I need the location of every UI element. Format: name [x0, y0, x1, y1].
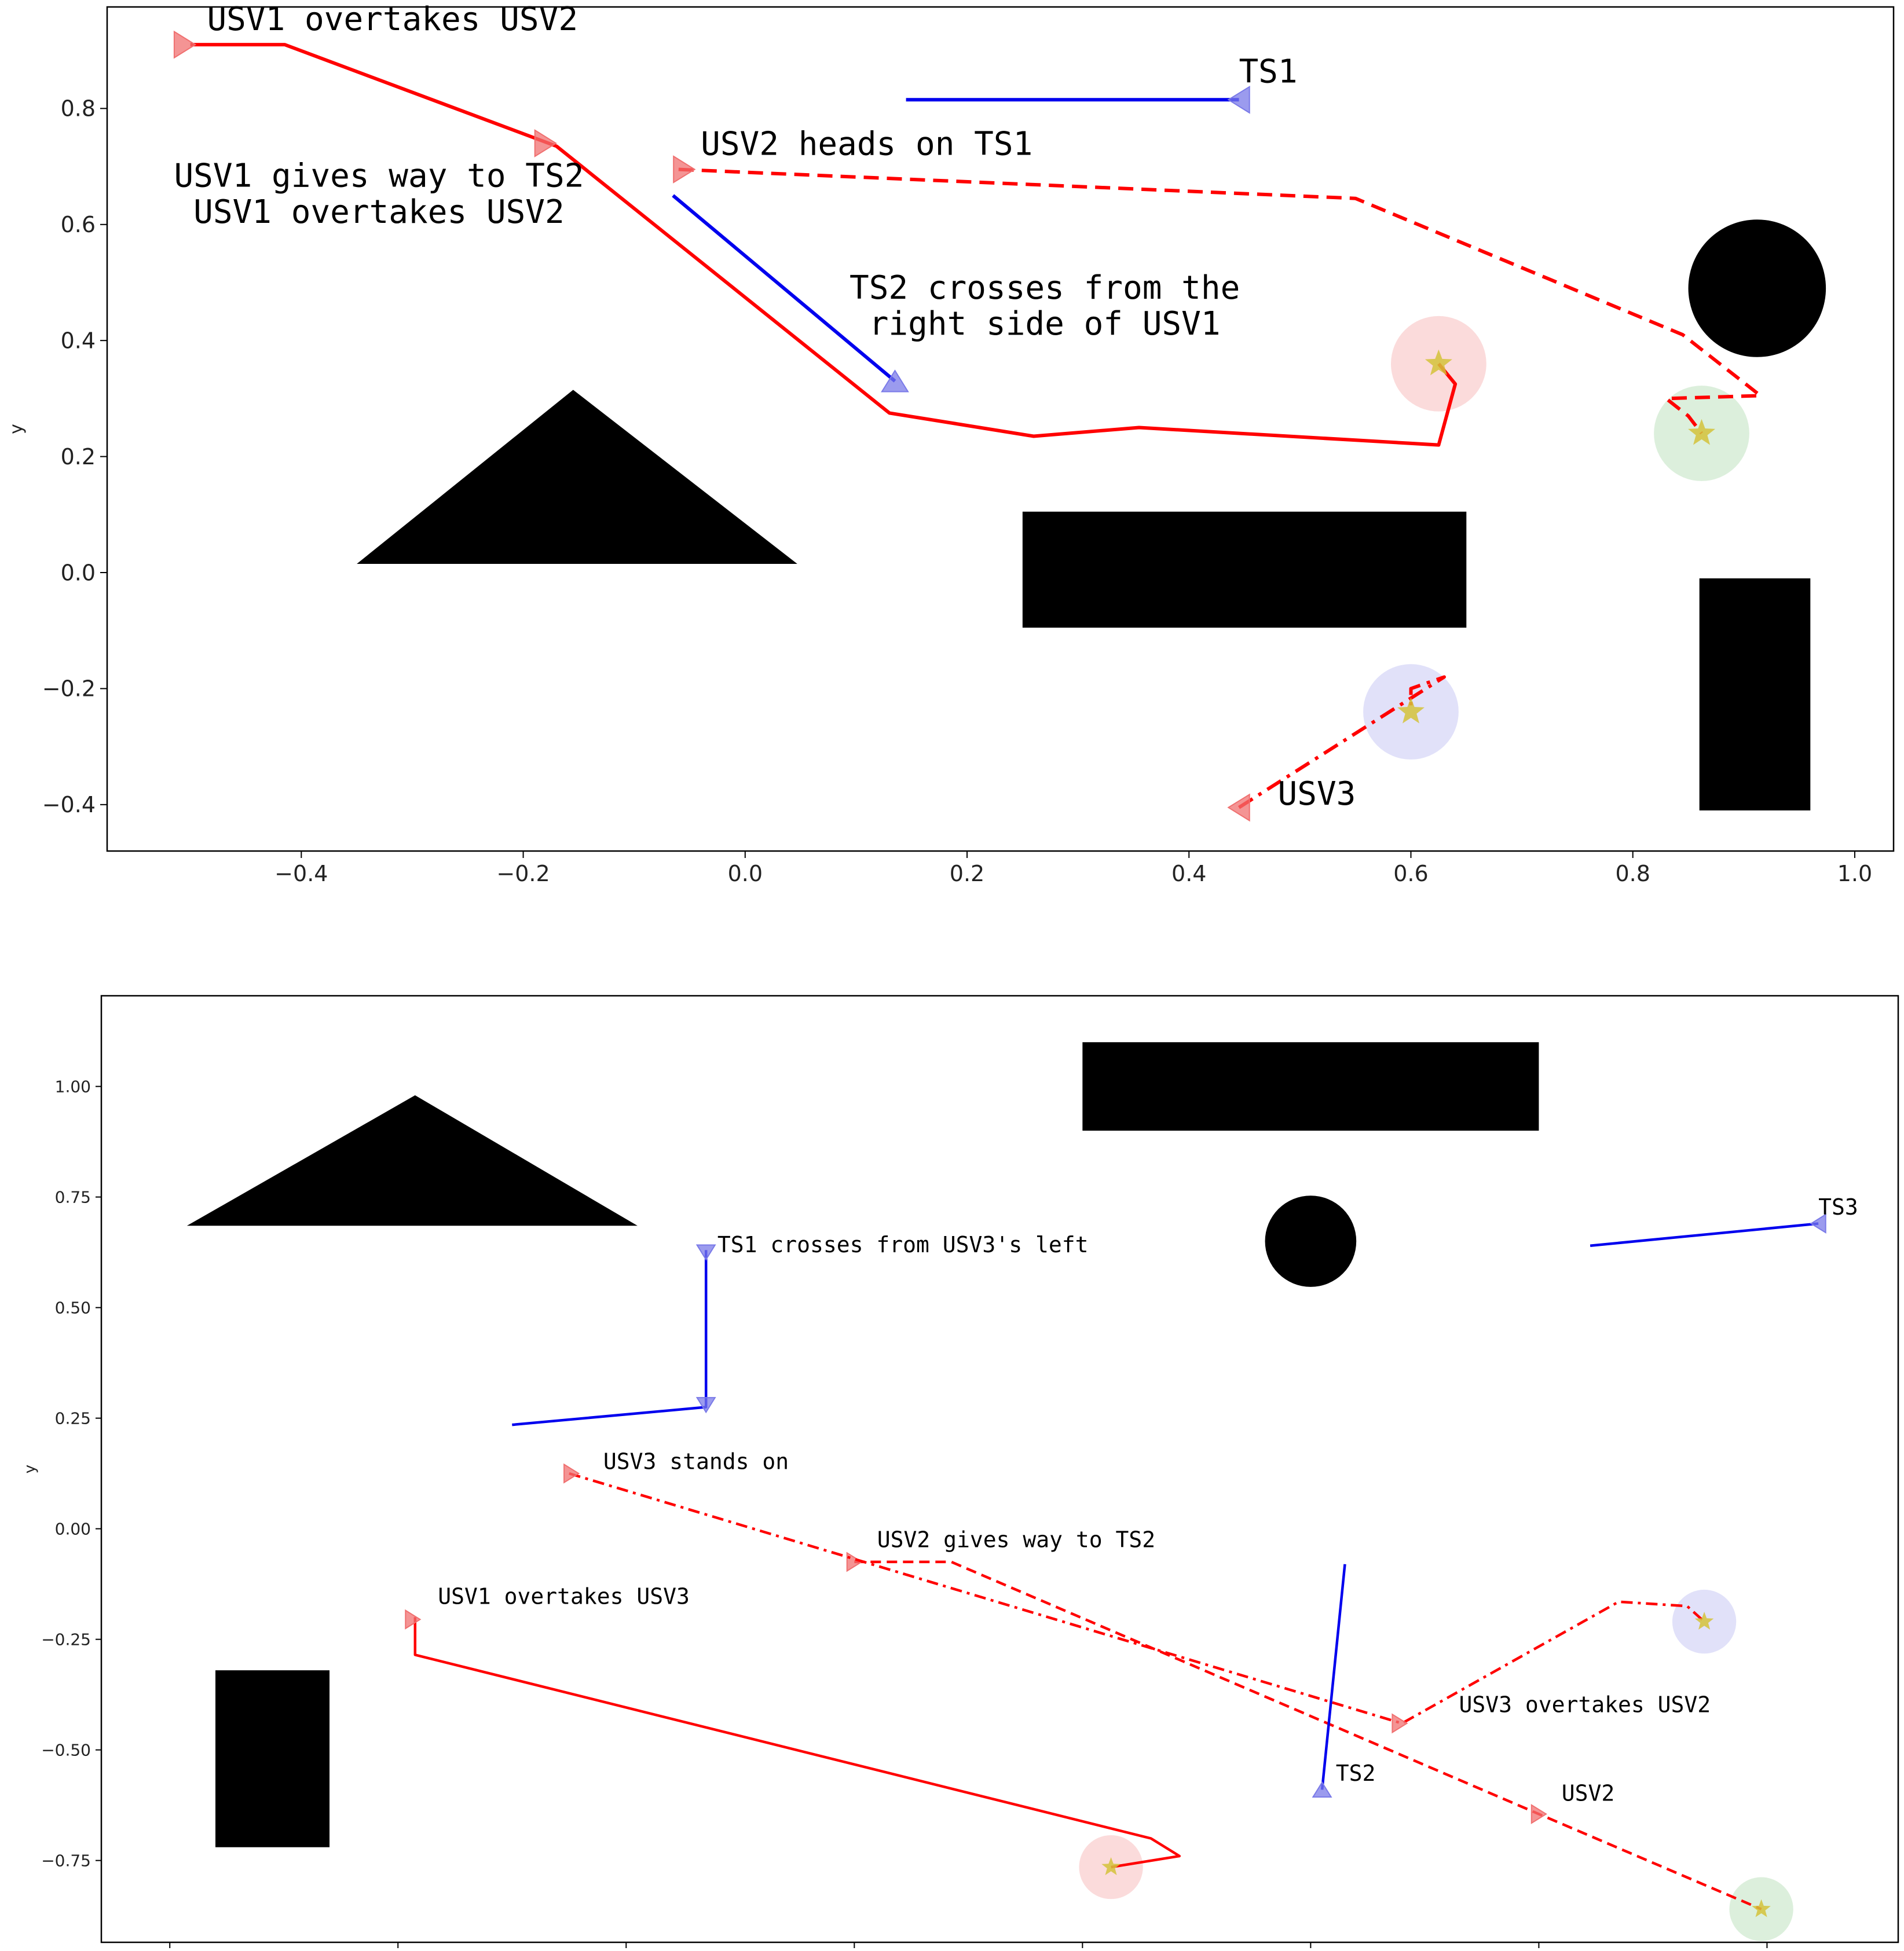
- y-tick-label: 0.75: [55, 1187, 91, 1206]
- y-tick-label: 1.00: [55, 1077, 91, 1096]
- annotation-label: TS1: [1239, 53, 1297, 90]
- x-tick-label: 0.8: [1615, 861, 1650, 886]
- annotation-label: USV1 gives way to TS2: [174, 157, 584, 195]
- goal-star: [1752, 1899, 1771, 1917]
- annotation-label: TS2: [1336, 1761, 1376, 1786]
- y-tick-label: −0.2: [42, 676, 96, 702]
- x-tick-label: −0.8: [150, 1950, 189, 1951]
- annotation-label: USV2 heads on TS1: [701, 126, 1032, 163]
- own-ship-path: [413, 1617, 1181, 1869]
- y-tick-label: −0.75: [41, 1851, 91, 1870]
- x-tick-label: −0.6: [378, 1950, 418, 1951]
- target-ship-path: [1320, 1564, 1346, 1790]
- x-tick-label: 0.0: [1070, 1950, 1096, 1951]
- own-ship-marker: [563, 1463, 580, 1484]
- y-tick-label: 0.0: [61, 560, 96, 585]
- y-tick-label: 0.6: [61, 212, 96, 237]
- annotation-label: USV1 overtakes USV3: [438, 1584, 690, 1609]
- x-tick-label: −0.2: [496, 861, 550, 886]
- own-ship-path: [190, 43, 1458, 447]
- axes-frame: [106, 6, 1895, 852]
- target-ship-marker: [881, 369, 909, 393]
- obstacle-rect: [215, 1670, 330, 1847]
- x-tick-label: −0.4: [606, 1950, 646, 1951]
- annotation-label: USV1 overtakes USV2: [193, 193, 565, 231]
- goal-star: [1694, 1612, 1714, 1630]
- own-ship-marker: [673, 155, 696, 184]
- y-axis-label: y: [6, 424, 27, 434]
- obstacle-rect: [1699, 578, 1811, 811]
- own-ship-marker: [1227, 793, 1250, 822]
- target-ship-marker: [1312, 1781, 1332, 1798]
- own-ship-marker: [1392, 1713, 1408, 1734]
- y-tick-label: 0.25: [55, 1409, 91, 1428]
- x-tick-label: 0.2: [950, 861, 984, 886]
- target-ship-marker: [1227, 86, 1250, 114]
- y-tick-label: 0.8: [61, 96, 96, 122]
- annotation-label: USV3: [1278, 775, 1356, 813]
- obstacle-circle: [1265, 1195, 1357, 1287]
- x-tick-label: 0.6: [1393, 861, 1428, 886]
- y-tick-label: −0.50: [41, 1740, 91, 1759]
- target-ship-marker: [695, 1397, 716, 1414]
- obstacle-triangle: [357, 390, 797, 564]
- target-ship-path: [1590, 1222, 1819, 1247]
- annotation-label: TS2 crosses from the: [850, 269, 1240, 307]
- goal-star: [1425, 349, 1452, 376]
- obstacle-rect: [1082, 1042, 1539, 1131]
- obstacle-circle: [1688, 219, 1826, 357]
- own-ship-marker: [405, 1609, 422, 1630]
- y-tick-label: 0.2: [61, 444, 96, 470]
- x-tick-label: 0.4: [1526, 1950, 1552, 1951]
- y-tick-label: −0.4: [42, 792, 96, 817]
- goal-star: [1101, 1857, 1121, 1875]
- obstacle-triangle: [186, 1095, 638, 1226]
- x-tick-label: 0.0: [728, 861, 763, 886]
- target-ship-marker: [1810, 1213, 1826, 1234]
- annotation-label: TS3: [1818, 1194, 1858, 1220]
- obstacle-rect: [1022, 511, 1467, 628]
- annotation-label: USV3 overtakes USV2: [1459, 1692, 1711, 1718]
- goal-star: [1688, 419, 1715, 445]
- own-ship-marker: [173, 30, 197, 59]
- y-tick-label: 0.00: [55, 1519, 91, 1538]
- y-axis-label: y: [21, 1465, 39, 1473]
- y-tick-label: −0.25: [41, 1630, 91, 1649]
- own-ship-marker: [846, 1552, 863, 1572]
- goal-star: [1397, 697, 1425, 724]
- target-ship-path: [672, 194, 896, 383]
- annotation-label: USV2 gives way to TS2: [877, 1527, 1155, 1553]
- x-tick-label: −0.2: [834, 1950, 874, 1951]
- axes-frame: [100, 995, 1899, 1943]
- annotation-label: right side of USV1: [869, 305, 1221, 343]
- target-ship-marker: [695, 1244, 716, 1261]
- annotation-label: USV2: [1562, 1781, 1615, 1806]
- annotation-label: USV3 stands on: [603, 1449, 789, 1475]
- y-tick-label: 0.4: [61, 328, 96, 353]
- y-tick-label: 0.50: [55, 1298, 91, 1317]
- x-tick-label: 1.0: [1837, 861, 1872, 886]
- annotation-label: TS1 crosses from USV3's left: [717, 1232, 1089, 1257]
- x-tick-label: −0.4: [274, 861, 328, 886]
- own-ship-marker: [534, 129, 557, 157]
- own-ship-marker: [1530, 1804, 1547, 1824]
- x-tick-label: 0.6: [1754, 1950, 1780, 1951]
- x-tick-label: 0.4: [1171, 861, 1206, 886]
- own-ship-path: [569, 1472, 1705, 1725]
- own-ship-path: [678, 167, 1763, 435]
- x-tick-label: 0.2: [1298, 1950, 1324, 1951]
